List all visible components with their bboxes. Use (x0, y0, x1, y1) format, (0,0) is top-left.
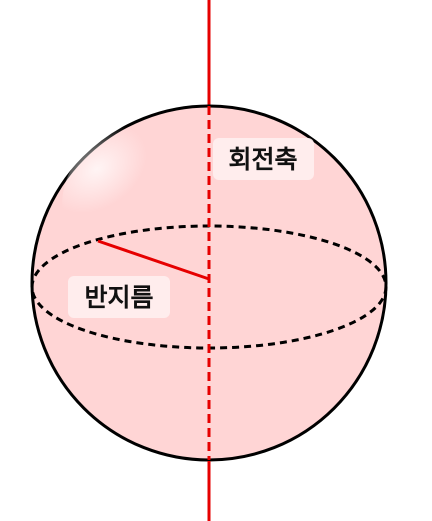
radius-line (97, 239, 210, 281)
axis-label: 회전축 (213, 138, 314, 180)
radius-label: 반지름 (68, 276, 170, 318)
radius-label-text: 반지름 (84, 283, 153, 312)
sphere-highlight (62, 110, 218, 250)
radius-label-box (68, 276, 170, 318)
axis-label-box (213, 138, 314, 180)
axis-label-text: 회전축 (228, 145, 297, 174)
